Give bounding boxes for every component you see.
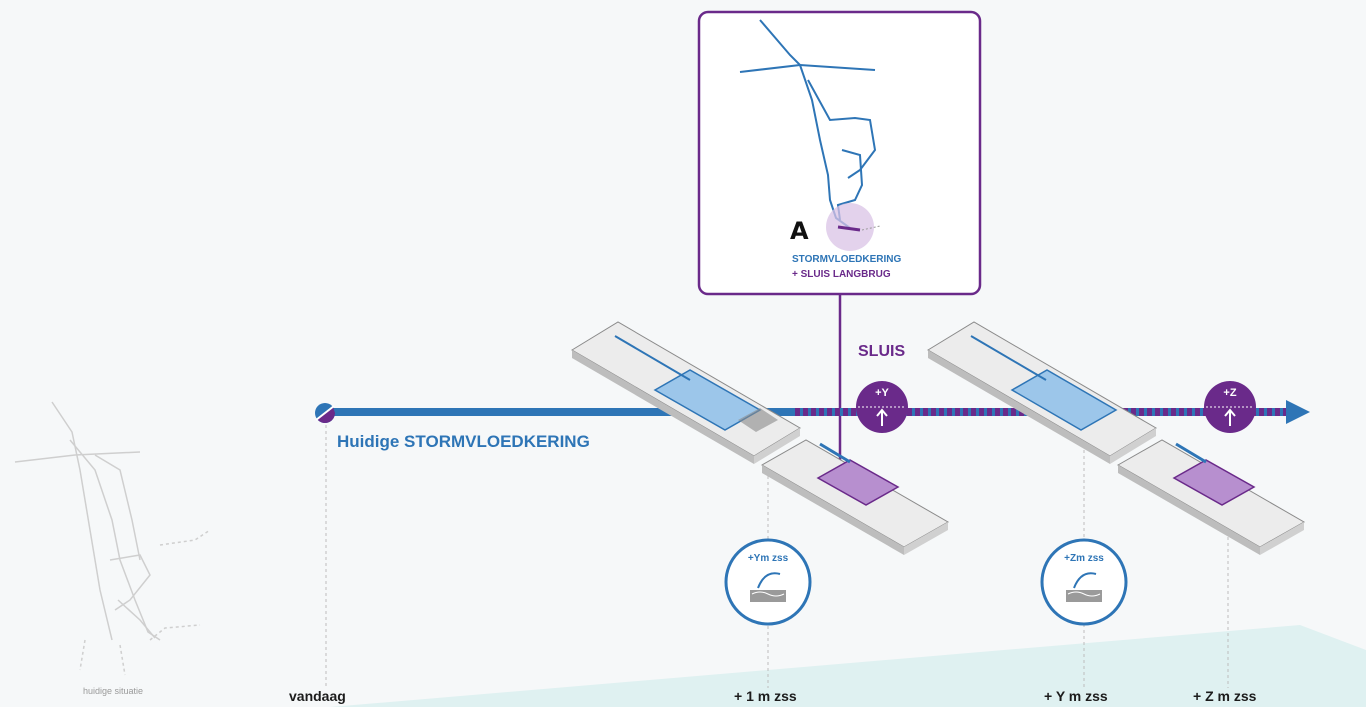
- callout-lock: [837, 225, 861, 232]
- timeline-arrow-head: [1286, 400, 1310, 424]
- badge-y: [856, 381, 908, 433]
- overview-caption: huidige situatie: [83, 686, 144, 696]
- callout-highlight: [826, 203, 874, 251]
- start-marker: [315, 403, 336, 424]
- ring-zm: [1040, 538, 1128, 626]
- timeline-title: Huidige STORMVLOEDKERING: [337, 432, 590, 451]
- callout-letter: A: [790, 217, 809, 245]
- up-arrow-icon: [1224, 408, 1236, 426]
- structure-block-4: [1116, 439, 1306, 555]
- tick-1m: + 1 m zss: [734, 688, 797, 704]
- tick-vandaag: vandaag: [289, 688, 346, 704]
- structure-block-2: [760, 439, 950, 555]
- tick-zm: + Z m zss: [1193, 688, 1257, 704]
- structure-block-3: [927, 321, 1157, 464]
- ring-ym: [724, 538, 812, 626]
- sluis-label: SLUIS: [858, 343, 906, 360]
- badge-z-label: +Z: [1223, 387, 1237, 399]
- callout-line-1: STORMVLOEDKERING: [792, 254, 902, 265]
- ring-ym-label: +Ym zss: [747, 553, 789, 564]
- sea-level-wedge: [330, 625, 1366, 707]
- overview-map: [14, 401, 211, 676]
- badge-z: [1204, 381, 1256, 433]
- timeline-solid: [326, 408, 794, 416]
- ring-zm-label: +Zm zss: [1064, 553, 1104, 564]
- structure-block-1: [571, 321, 801, 464]
- up-arrow-icon: [876, 408, 888, 426]
- tick-ym: + Y m zss: [1044, 688, 1108, 704]
- badge-y-label: +Y: [875, 387, 889, 399]
- callout-box: [697, 10, 982, 296]
- callout-line-2: + SLUIS LANGBRUG: [792, 269, 891, 280]
